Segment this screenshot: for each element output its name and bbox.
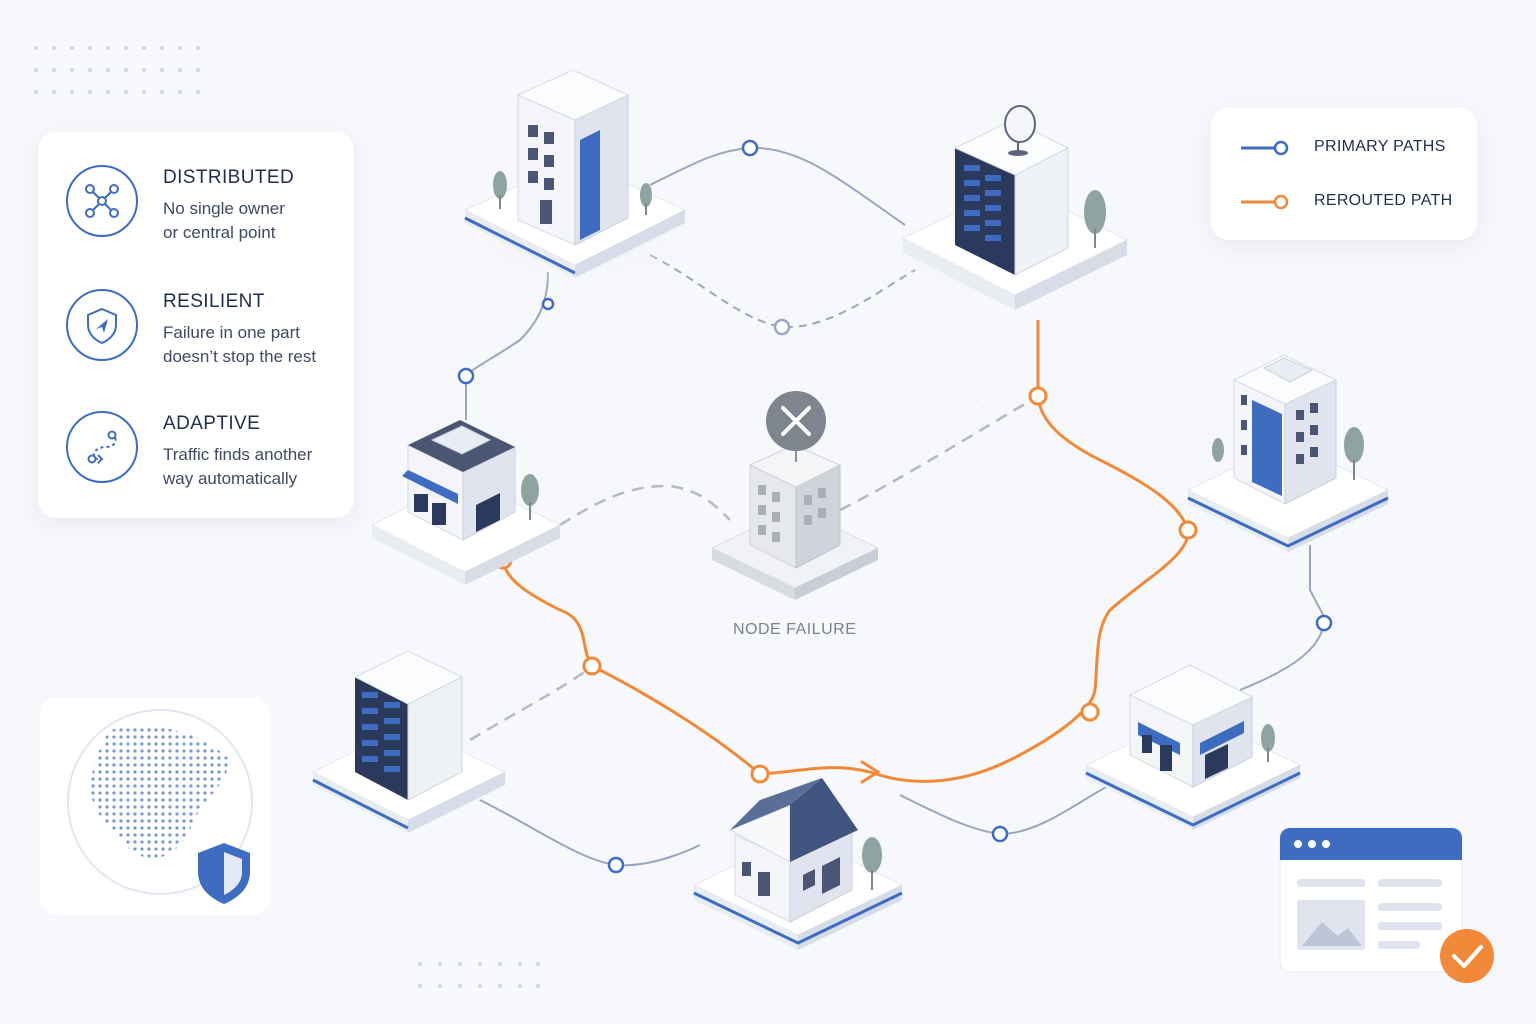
junction-node (541, 297, 555, 311)
store-node (1084, 664, 1302, 830)
tower-node (1186, 354, 1390, 552)
junction-node (741, 139, 759, 157)
failed-paths (469, 396, 1036, 742)
junction-node-rerouted (1080, 702, 1100, 722)
feature-resilient: RESILIENT Failure in one part doesn’t st… (38, 289, 354, 379)
features-card: DISTRIBUTED No single owner or central p… (38, 132, 354, 518)
junction-node (457, 367, 475, 385)
failure-x-icon (766, 391, 826, 451)
failed-node (710, 444, 880, 600)
rerouted-path-swatch-icon (1241, 194, 1289, 210)
feature-title: DISTRIBUTED (163, 167, 295, 188)
rerouted-path (501, 320, 1190, 783)
legend-rerouted-label: REROUTED PATH (1314, 192, 1453, 209)
legend-card: PRIMARY PATHS REROUTED PATH (1211, 108, 1477, 240)
junction-node (773, 318, 791, 336)
node-failure-label: NODE FAILURE (733, 621, 857, 638)
feature-description: Traffic finds another way automatically (163, 443, 343, 491)
feature-title: RESILIENT (163, 291, 265, 312)
junction-node (1315, 614, 1333, 632)
datacenter-node (885, 105, 1145, 310)
decorative-dots-bottom (418, 962, 540, 988)
network-nodes-icon (66, 165, 138, 237)
junction-node-rerouted (582, 656, 602, 676)
feature-description: Failure in one part doesn’t stop the res… (163, 321, 343, 369)
feature-description-line: Traffic finds another (163, 445, 313, 464)
junction-node-rerouted (750, 764, 770, 784)
legend-primary: PRIMARY PATHS (1241, 136, 1471, 160)
feature-distributed: DISTRIBUTED No single owner or central p… (38, 165, 354, 255)
primary-path-swatch-icon (1241, 140, 1289, 156)
checkmark-icon (1440, 929, 1494, 983)
feature-description-line: way automatically (163, 469, 298, 488)
shield-icon (198, 843, 250, 904)
legend-rerouted: REROUTED PATH (1241, 190, 1471, 214)
office-building-node (445, 69, 705, 288)
feature-adaptive: ADAPTIVE Traffic finds another way autom… (38, 411, 354, 501)
rerouted-arrow-icon (860, 760, 881, 784)
junction-node-rerouted (1028, 386, 1048, 406)
browser-window-card (1279, 827, 1494, 983)
feature-description-line: No single owner (163, 199, 285, 218)
legend-primary-label: PRIMARY PATHS (1314, 138, 1446, 155)
house-node (692, 778, 904, 950)
path-server-to-house (479, 799, 701, 867)
junction-node (607, 856, 625, 874)
decorative-dots-top-left (34, 46, 200, 94)
server-node (311, 650, 507, 833)
feature-title: ADAPTIVE (163, 413, 261, 434)
globe-icon (90, 726, 230, 859)
globe-card (40, 697, 270, 915)
junction-node-rerouted (1178, 520, 1198, 540)
route-path-icon (66, 411, 138, 483)
feature-description: No single owner or central point (163, 197, 343, 245)
shop-node (370, 420, 562, 585)
junction-node (991, 825, 1009, 843)
path-office-to-datacenter-lower (649, 254, 916, 329)
feature-description-line: doesn’t stop the rest (163, 347, 317, 366)
shield-icon (66, 289, 138, 361)
path-house-to-store (899, 784, 1111, 836)
path-office-to-shop (465, 271, 549, 420)
path-office-to-datacenter (649, 146, 906, 226)
feature-description-line: Failure in one part (163, 323, 301, 342)
feature-description-line: or central point (163, 223, 276, 242)
